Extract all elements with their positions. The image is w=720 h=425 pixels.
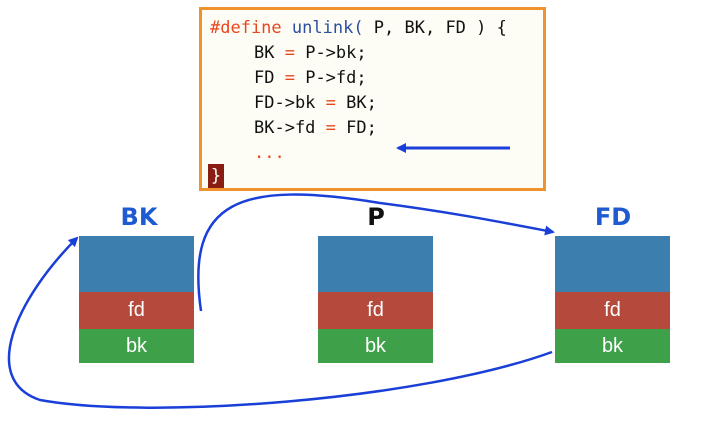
bk-field: bk [555,329,670,363]
node-label-fd: FD [594,203,632,231]
code-snippet: #define unlink( P, BK, FD ) { BK = P->bk… [199,7,546,191]
chunk-header [555,236,670,292]
node-label-p: P [367,203,385,231]
code-line-define: #define unlink( P, BK, FD ) { [210,18,507,38]
chunk-header [318,236,433,292]
fd-field: fd [555,292,670,329]
bk-field: bk [318,329,433,363]
code-closing-brace: } [208,164,224,188]
chunk-header [79,236,194,292]
bk-fd-to-fd-arrow [197,193,555,312]
fd-field: fd [79,292,194,329]
code-line-4: FD->bk = BK; [254,93,377,113]
chunk-p: fd bk [318,236,433,363]
node-label-bk: BK [120,203,158,231]
chunk-fd: fd bk [555,236,670,363]
fd-bk-to-bk-arrow [7,236,553,409]
bk-field: bk [79,329,194,363]
code-line-2: BK = P->bk; [254,43,367,63]
code-line-5: BK->fd = FD; [254,118,377,138]
chunk-bk: fd bk [79,236,194,363]
fd-field: fd [318,292,433,329]
code-line-3: FD = P->fd; [254,68,367,88]
code-line-ellipsis: ... [254,143,285,163]
